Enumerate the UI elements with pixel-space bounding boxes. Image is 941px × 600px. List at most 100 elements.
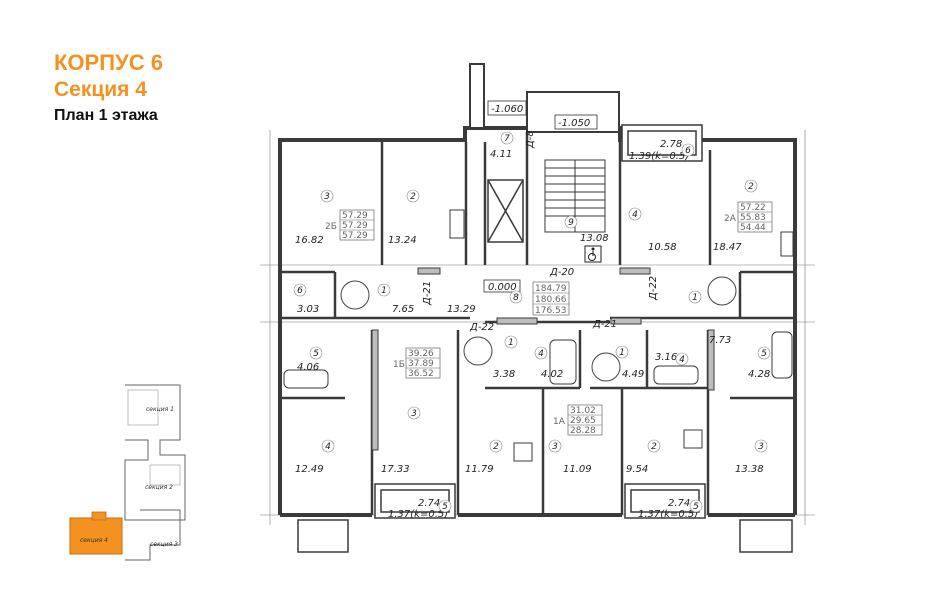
apt-value: 29.65	[570, 416, 596, 426]
section-title: Секция 4	[54, 78, 147, 101]
room-number-circle	[293, 283, 307, 297]
room-number-circle	[681, 143, 695, 157]
stairs	[544, 159, 606, 233]
room-number: 4	[538, 349, 544, 359]
apartment-table-1a: 1А 31.02 29.65 28.28	[553, 404, 603, 436]
room-number-circle	[504, 335, 518, 349]
balcony-area: 2.78	[660, 139, 682, 150]
stoves	[449, 209, 794, 462]
room-number-circle	[688, 290, 702, 304]
door-labels: Д-8 Д-20 Д-21 Д-21 Д-22 Д-22	[422, 130, 659, 333]
room-number: 9	[568, 218, 574, 228]
apartment-table-2a: 2А 57.22 55.83 54.44	[724, 201, 773, 233]
room-number-circle	[320, 189, 334, 203]
turning-circles	[340, 276, 737, 382]
door-d21-left: Д-21	[422, 281, 433, 306]
balcony-area: 2.74	[668, 498, 690, 509]
room-number-circle	[647, 439, 661, 453]
room-number-circle	[500, 131, 514, 145]
door-d22-right: Д-22	[648, 276, 659, 301]
balcony-k: 1.37(k=0.5)	[638, 509, 698, 520]
area-label: 11.79	[465, 464, 494, 475]
area-label: 3.38	[493, 369, 515, 380]
room-number-circle	[744, 179, 758, 193]
area-label: 11.09	[563, 464, 592, 475]
minimap-section-label: секция 3	[150, 541, 178, 548]
minimap-section-label: секция 4	[80, 537, 108, 544]
room-number: 5	[761, 349, 767, 359]
hatched-walls	[371, 267, 715, 451]
room-number-circle	[438, 499, 452, 513]
room-number: 1	[619, 348, 625, 358]
room-number: 1	[381, 286, 387, 296]
room-number-circle	[757, 346, 771, 360]
room-number-circle	[675, 352, 689, 366]
room-number-circle	[309, 346, 323, 360]
elevation-floor: 0.000	[488, 282, 517, 293]
apt-type: 1Б	[393, 360, 405, 370]
room-number: 3	[552, 442, 558, 452]
room-number-circle	[689, 499, 703, 513]
room-number: 3	[758, 442, 764, 452]
area-label: 13.29	[447, 304, 476, 315]
area-label: 18.47	[713, 242, 742, 253]
room-number-circle	[548, 439, 562, 453]
room-number: 5	[693, 502, 699, 512]
balcony-labels: 2.78 1.39(k=0.5) 2.74 1.37(k=0.5) 2.74 1…	[388, 139, 698, 520]
apt-value: 31.02	[570, 406, 596, 416]
building-title: КОРПУС 6	[54, 50, 163, 75]
room-areas: 16.82 13.24 4.11 13.08 10.58 18.47 3.03 …	[295, 149, 770, 475]
balcony-k: 1.39(k=0.5)	[629, 151, 689, 162]
room-number-circle	[509, 290, 523, 304]
room-number: 4	[679, 355, 685, 365]
room-number: 6	[685, 146, 691, 156]
corridor-value: 184.79	[535, 284, 567, 294]
room-number-circle	[534, 346, 548, 360]
room-number-circle	[564, 215, 578, 229]
apt-type: 2А	[724, 214, 737, 224]
minimap-section-label: секция 2	[145, 484, 173, 491]
room-number: 2	[493, 442, 499, 452]
room-number: 4	[325, 442, 331, 452]
apt-value: 57.22	[740, 203, 766, 213]
apt-value: 28.28	[570, 426, 596, 436]
elevation-left: -1.060	[491, 104, 523, 115]
room-number: 2	[748, 182, 754, 192]
room-number-circle	[377, 283, 391, 297]
room-number: 2	[410, 192, 416, 202]
apartment-table-2b: 2Б 57.29 57.29 57.29	[325, 209, 375, 241]
area-label: 4.49	[622, 369, 644, 380]
area-label: 4.06	[297, 362, 319, 373]
corridor-value: 180.66	[535, 295, 567, 305]
area-label: 13.38	[735, 464, 764, 475]
room-number: 6	[297, 286, 303, 296]
apt-value: 57.29	[342, 221, 368, 231]
apt-value: 57.29	[342, 231, 368, 241]
balcony-area: 2.74	[418, 498, 440, 509]
area-label: 7.65	[392, 304, 414, 315]
elevation-right: -1.050	[558, 118, 590, 129]
area-label: 4.02	[541, 369, 563, 380]
door-d8: Д-8	[525, 130, 536, 149]
apt-value: 55.83	[740, 213, 766, 223]
apartment-table-1b: 1Б 39.26 37.89 36.52	[393, 347, 441, 379]
room-number-circle	[754, 439, 768, 453]
room-number-circle	[628, 207, 642, 221]
room-number-circle	[489, 439, 503, 453]
elevation-markers: -1.060 -1.050 0.000	[483, 100, 598, 293]
apt-type: 2Б	[325, 222, 337, 232]
area-label: 16.82	[295, 235, 324, 246]
area-label: 10.58	[648, 242, 677, 253]
area-label: 17.33	[381, 464, 410, 475]
corridor-value: 176.53	[535, 306, 567, 316]
bathtubs	[283, 331, 793, 389]
room-number: 5	[313, 349, 319, 359]
room-number: 1	[692, 293, 698, 303]
area-label: 4.28	[748, 369, 770, 380]
room-number-circle	[407, 406, 421, 420]
room-number: 5	[442, 502, 448, 512]
apt-value: 54.44	[740, 223, 766, 233]
area-label: 13.24	[388, 235, 417, 246]
door-d20: Д-20	[549, 267, 574, 278]
